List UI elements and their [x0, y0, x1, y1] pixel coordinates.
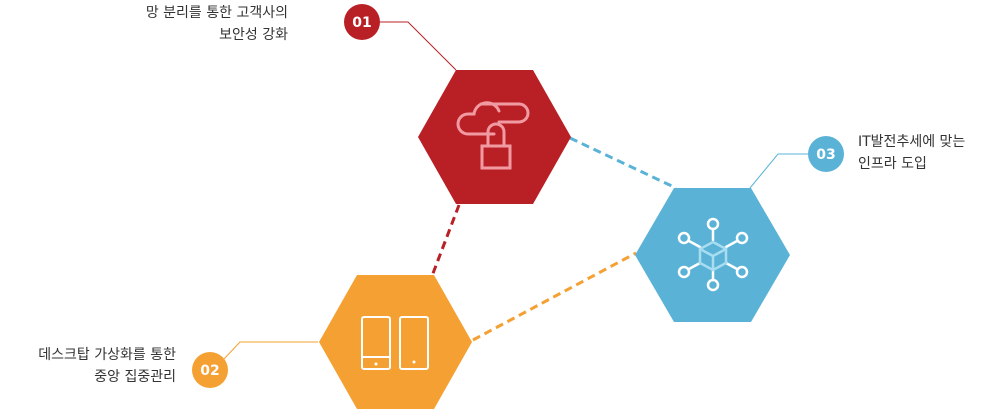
- devices-icon: [361, 316, 429, 370]
- caption-02-line2: 중앙 집중관리: [94, 369, 176, 385]
- badge-03-label: 03: [816, 147, 835, 163]
- hexagon-01: [418, 70, 571, 204]
- caption-03-line2: 인프라 도입: [858, 156, 927, 172]
- badge-02: 02: [192, 352, 228, 388]
- caption-01-line2: 보안성 강화: [219, 27, 288, 43]
- badge-03: 03: [808, 136, 844, 172]
- caption-02-line1: 데스크탑 가상화를 통한: [38, 347, 176, 363]
- badge-01-label: 01: [352, 15, 371, 31]
- callout-line-03: [749, 153, 808, 189]
- caption-03-line1: IT발전추세에 맞는: [858, 134, 966, 150]
- network-hub-icon: [677, 217, 749, 292]
- callout-line-02: [222, 341, 318, 361]
- badge-02-label: 02: [200, 363, 219, 379]
- caption-03: IT발전추세에 맞는 인프라 도입: [858, 131, 965, 175]
- hexagon-02: [319, 275, 472, 409]
- connector-red-blue: [569, 136, 677, 190]
- badge-01: 01: [344, 4, 380, 40]
- callout-line-01: [380, 21, 457, 71]
- caption-01: 망 분리를 통한 고객사의 보안성 강화: [146, 2, 288, 46]
- caption-01-line1: 망 분리를 통한 고객사의: [145, 5, 288, 21]
- connector-orange-blue: [472, 251, 637, 342]
- caption-02: 데스크탑 가상화를 통한 중앙 집중관리: [38, 344, 176, 388]
- cloud-lock-icon: [456, 101, 530, 170]
- connector-red-orange: [430, 204, 461, 277]
